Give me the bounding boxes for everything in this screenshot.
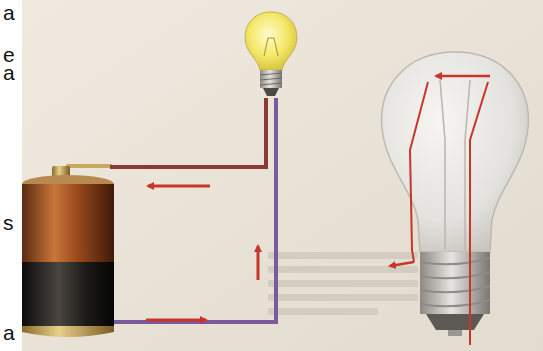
cropped-text-fragment: a [3,322,15,344]
cropped-text-fragment: s [3,212,14,234]
cropped-text-fragment: a [3,62,15,84]
cropped-text-fragment: a [3,2,15,24]
